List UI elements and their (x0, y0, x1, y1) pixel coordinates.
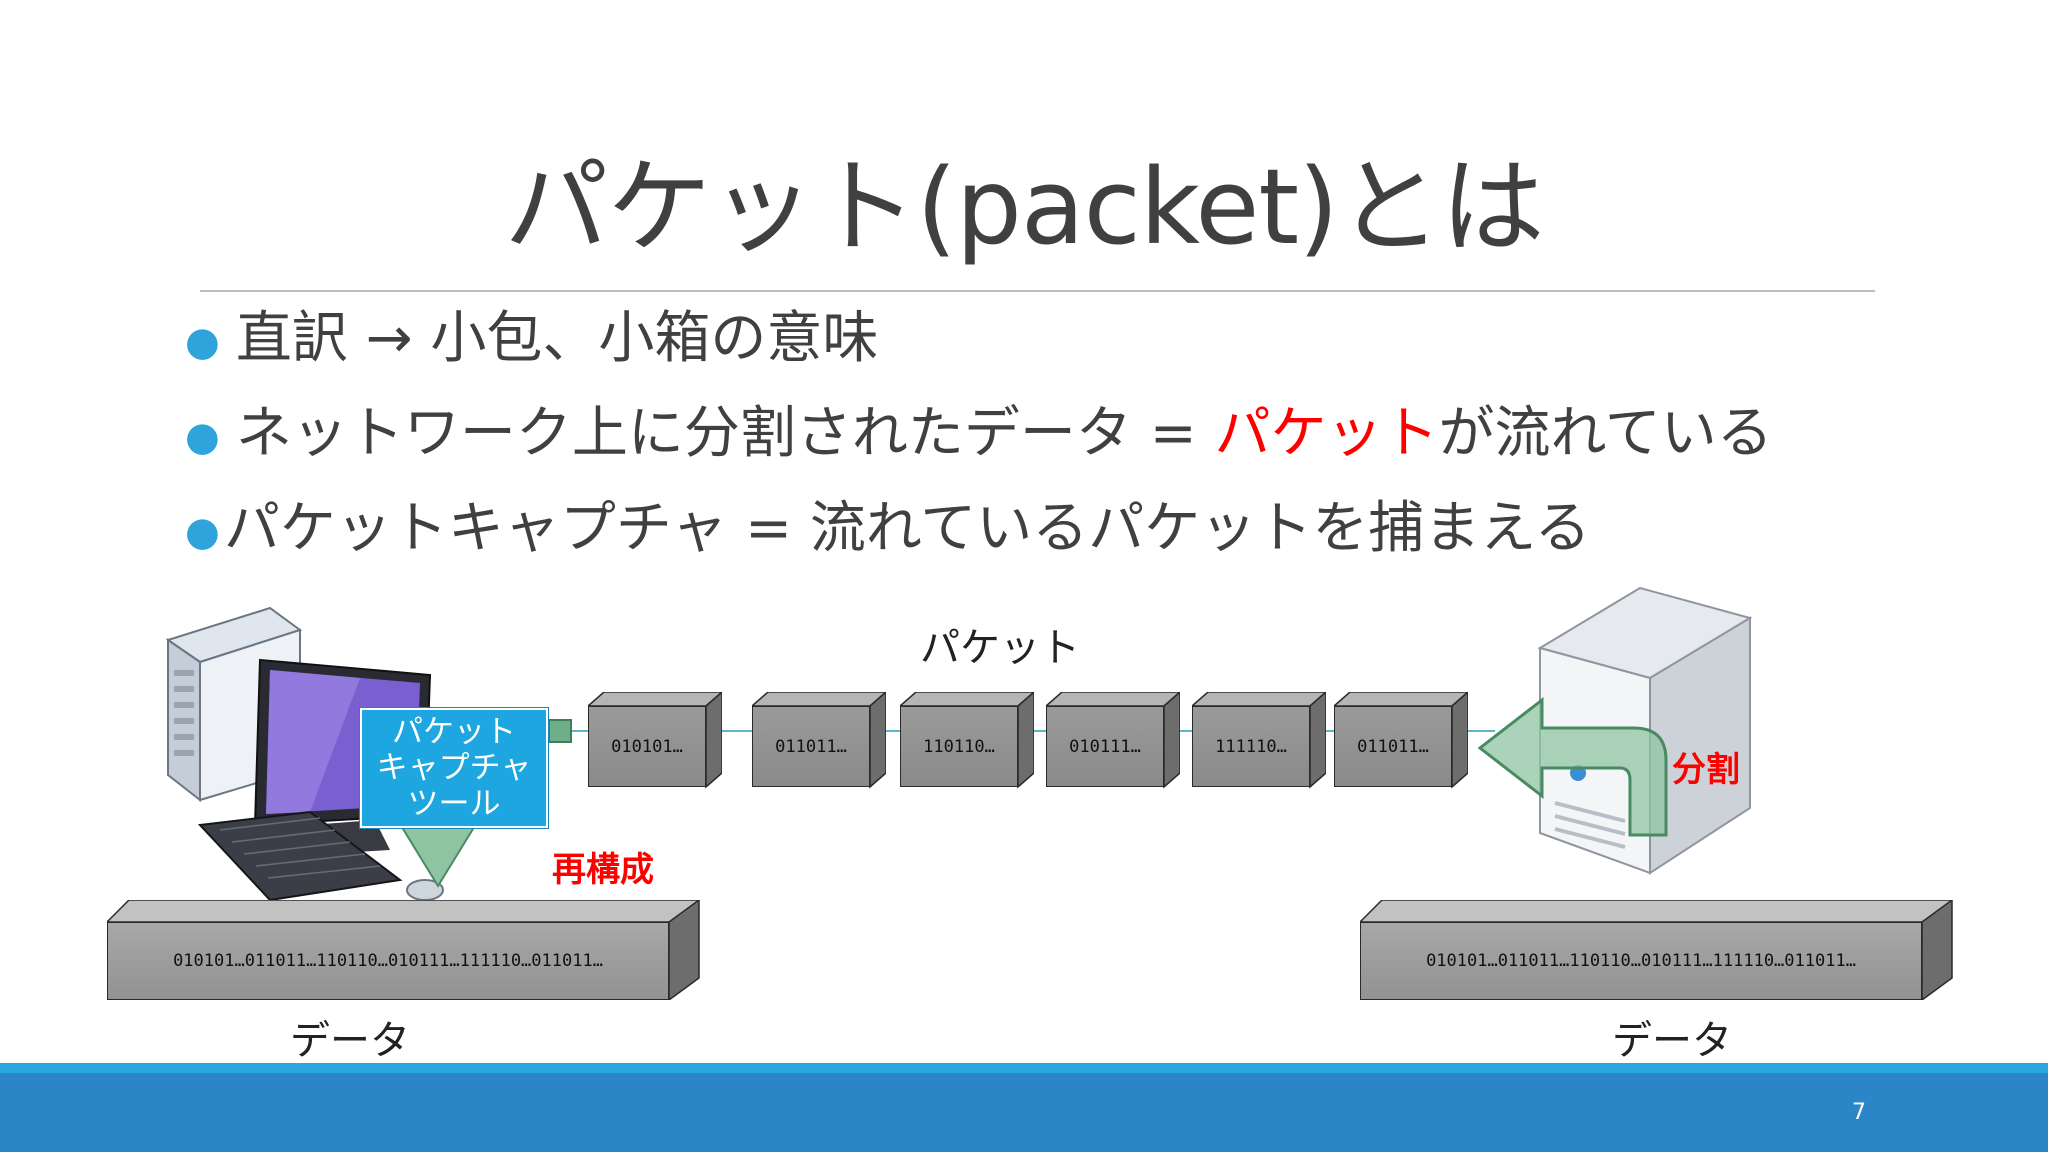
title-divider (200, 290, 1875, 292)
reassemble-label: 再構成 (552, 850, 654, 890)
data-caption-left: データ (290, 1018, 410, 1064)
bullet-text: 直訳 → 小包、小箱の意味 (235, 306, 879, 371)
tool-label-line: パケット (391, 714, 516, 750)
bullet-item: ● ネットワーク上に分割されたデータ = パケットが流れている (185, 403, 1773, 465)
server-icon (1537, 586, 1753, 875)
data-block-left: 010101…011011…110110…010111…111110…01101… (107, 900, 707, 1000)
packet-bits: 111110… (1192, 706, 1310, 787)
split-label: 分割 (1672, 750, 1740, 790)
packet-bits: 011011… (752, 706, 870, 787)
packet-bits: 010111… (1046, 706, 1164, 787)
packet-block: 110110… (900, 692, 1034, 789)
page-number: 7 (1852, 1100, 1866, 1125)
bullet-item: ● 直訳 → 小包、小箱の意味 (185, 308, 878, 370)
data-caption-right: データ (1612, 1018, 1732, 1064)
bullet-highlight: パケット (1214, 401, 1439, 466)
packet-block: 011011… (1334, 692, 1468, 789)
packet-block: 011011… (752, 692, 886, 789)
footer-accent-bar (0, 1063, 2048, 1073)
slide-title: パケット(packet)とは (504, 146, 1544, 268)
bullet-dot-icon: ● (185, 413, 220, 460)
footer-bar (0, 1073, 2048, 1152)
packet-block: 111110… (1192, 692, 1326, 789)
packet-bits: 110110… (900, 706, 1018, 787)
packet-bits: 010101… (588, 706, 706, 787)
reassemble-arrow-icon (398, 823, 478, 888)
bullet-dot-icon: ● (185, 318, 220, 365)
packet-block: 010111… (1046, 692, 1180, 789)
bullet-text: ネットワーク上に分割されたデータ = (235, 401, 1215, 466)
capture-connector (548, 719, 572, 743)
packet-block: 010101… (588, 692, 722, 789)
tool-label-line: ツール (407, 786, 501, 822)
split-arrow-icon (1477, 696, 1668, 837)
packets-caption: パケット (920, 625, 1080, 671)
tool-label-line: キャプチャ (376, 750, 532, 786)
packet-bits: 011011… (1334, 706, 1452, 787)
data-block-right: 010101…011011…110110…010111…111110…01101… (1360, 900, 1960, 1000)
bullet-item: ●パケットキャプチャ = 流れているパケットを捕まえる (185, 498, 1591, 560)
bullet-text: パケットキャプチャ = 流れているパケットを捕まえる (223, 496, 1591, 561)
data-bits: 010101…011011…110110…010111…111110…01101… (1360, 922, 1922, 1000)
packet-capture-tool: パケット キャプチャ ツール (360, 708, 548, 828)
data-bits: 010101…011011…110110…010111…111110…01101… (107, 922, 669, 1000)
bullet-dot-icon: ● (185, 508, 220, 555)
bullet-text: が流れている (1438, 401, 1773, 466)
